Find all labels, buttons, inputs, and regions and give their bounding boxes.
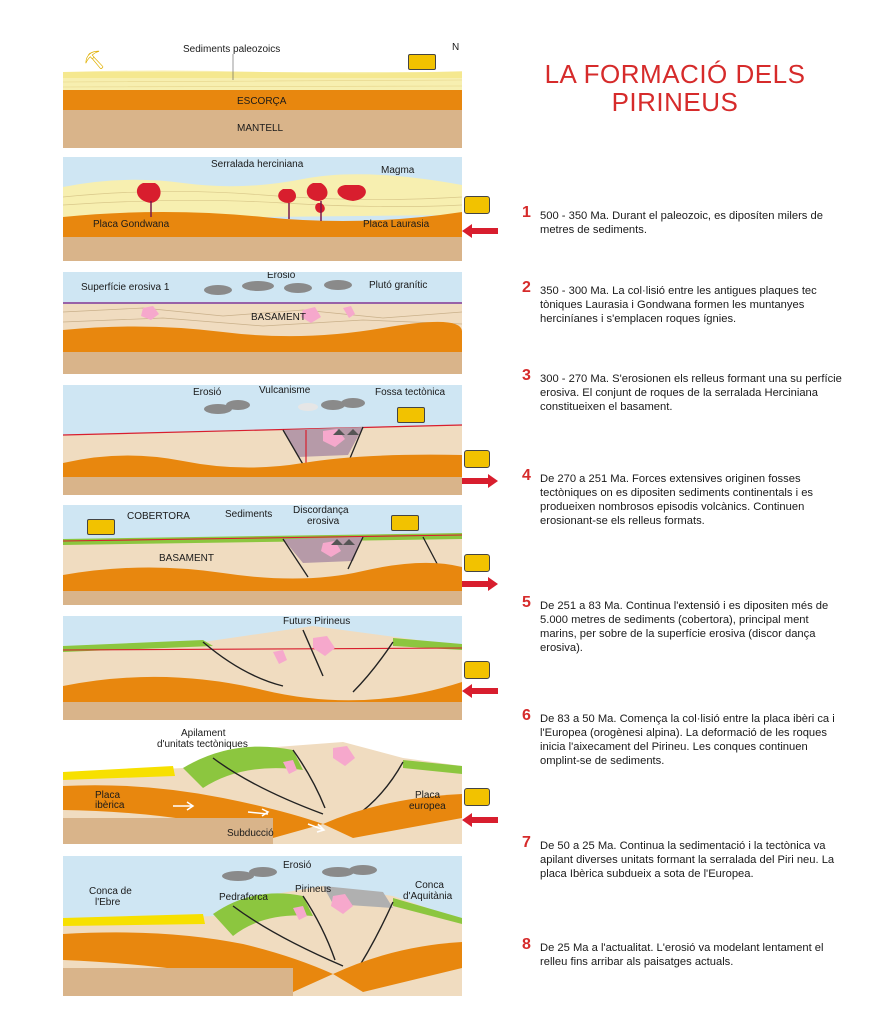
panel-6: Futurs Pirineus bbox=[63, 616, 462, 720]
excavator-icon bbox=[87, 519, 115, 535]
panel-4: Erosió Vulcanisme Fossa tectònica bbox=[63, 385, 462, 495]
step-number: 3 bbox=[522, 367, 531, 384]
tractor-icon bbox=[464, 788, 490, 806]
label-magma: Magma bbox=[381, 165, 415, 176]
step-7: 7 De 50 a 25 Ma. Continua la sedimentaci… bbox=[522, 834, 842, 881]
label-erosio: Erosió bbox=[283, 860, 312, 871]
panel-6-side bbox=[462, 655, 502, 705]
label-discordanca: Discordança bbox=[293, 505, 349, 516]
panel-4-side bbox=[462, 444, 502, 494]
tractor-icon bbox=[464, 450, 490, 468]
tractor-icon bbox=[464, 661, 490, 679]
label-conca-ebre-2: l'Ebre bbox=[95, 897, 121, 908]
step-text: 350 - 300 Ma. La col·lisió entre les ant… bbox=[540, 285, 817, 325]
label-futurs-pirineus: Futurs Pirineus bbox=[283, 616, 351, 627]
label-pluto-granitic: Plutó granític bbox=[369, 280, 428, 291]
label-escorca: ESCORÇA bbox=[237, 96, 287, 107]
step-text: 300 - 270 Ma. S'erosionen els relleus fo… bbox=[540, 373, 842, 413]
label-serralada-herciniana: Serralada herciniana bbox=[211, 159, 304, 170]
panel-7: Apilament d'unitats tectòniques Placa ib… bbox=[63, 728, 462, 844]
step-text: 500 - 350 Ma. Durant el paleozoic, es di… bbox=[540, 210, 823, 236]
step-number: 8 bbox=[522, 936, 531, 953]
arrow-left-icon bbox=[462, 224, 498, 238]
label-basament: BASAMENT bbox=[159, 553, 215, 564]
step-5: 5 De 251 a 83 Ma. Continua l'extensió i … bbox=[522, 594, 842, 655]
label-subduccio: Subducció bbox=[227, 828, 274, 839]
excavator-icon bbox=[391, 515, 419, 531]
label-superficie-erosiva-1: Superfície erosiva 1 bbox=[81, 282, 170, 293]
label-placa-europea-2: europea bbox=[409, 801, 446, 812]
panel-7-side bbox=[462, 782, 502, 832]
step-number: 4 bbox=[522, 467, 531, 484]
step-4: 4 De 270 a 251 Ma. Forces extensives ori… bbox=[522, 467, 842, 528]
label-north: N bbox=[452, 42, 460, 53]
label-pedraforca: Pedraforca bbox=[219, 892, 268, 903]
step-text: De 251 a 83 Ma. Continua l'extensió i es… bbox=[540, 600, 829, 654]
arrow-left-icon bbox=[462, 684, 498, 698]
label-conca-aquitania-2: d'Aquitània bbox=[403, 891, 453, 902]
label-mantell: MANTELL bbox=[237, 123, 284, 134]
label-conca-ebre-1: Conca de bbox=[89, 886, 132, 897]
panel-2: Serralada herciniana Magma Placa Gondwan… bbox=[63, 157, 462, 261]
label-fossa-tectonica: Fossa tectònica bbox=[375, 387, 446, 398]
step-2: 2 350 - 300 Ma. La col·lisió entre les a… bbox=[522, 279, 842, 326]
tractor-icon bbox=[464, 554, 490, 572]
step-1: 1 500 - 350 Ma. Durant el paleozoic, es … bbox=[522, 204, 842, 237]
label-erosio: Erosió bbox=[193, 387, 222, 398]
label-pirineus: Pirineus bbox=[295, 884, 332, 895]
tractor-icon bbox=[464, 196, 490, 214]
excavator-icon: ⛏ bbox=[83, 50, 106, 70]
step-number: 2 bbox=[522, 279, 531, 296]
title-line-2: PIRINEUS bbox=[611, 87, 739, 117]
label-erosio: Erosió bbox=[267, 272, 296, 281]
label-basament: BASAMENT bbox=[251, 312, 307, 323]
label-apilament: Apilament bbox=[181, 728, 226, 739]
excavator-icon bbox=[397, 407, 425, 423]
title-line-1: LA FORMACIÓ DELS bbox=[544, 59, 806, 89]
bulldozer-icon bbox=[408, 54, 436, 70]
arrow-right-icon bbox=[462, 474, 498, 488]
step-number: 7 bbox=[522, 834, 531, 851]
label-vulcanisme: Vulcanisme bbox=[259, 385, 311, 396]
step-6: 6 De 83 a 50 Ma. Comença la col·lisió en… bbox=[522, 707, 842, 768]
step-text: De 270 a 251 Ma. Forces extensives origi… bbox=[540, 473, 814, 527]
step-text: De 50 a 25 Ma. Continua la sedimentació … bbox=[540, 840, 835, 880]
label-unitats-tectoniques: d'unitats tectòniques bbox=[157, 739, 248, 750]
page-title: LA FORMACIÓ DELS PIRINEUS bbox=[505, 60, 845, 116]
step-text: De 83 a 50 Ma. Comença la col·lisió entr… bbox=[540, 713, 835, 767]
panel-2-side bbox=[462, 190, 502, 240]
panel-5-side bbox=[462, 548, 502, 598]
label-placa-laurasia: Placa Laurasia bbox=[363, 219, 430, 230]
panel-3: Erosió Superfície erosiva 1 Plutó granít… bbox=[63, 272, 462, 374]
step-8: 8 De 25 Ma a l'actualitat. L'erosió va m… bbox=[522, 936, 842, 969]
step-text: De 25 Ma a l'actualitat. L'erosió va mod… bbox=[540, 942, 824, 968]
panel-5: COBERTORA Sediments Discordança erosiva … bbox=[63, 505, 462, 605]
panel-8: Erosió Conca de l'Ebre Pedraforca Pirine… bbox=[63, 856, 462, 996]
label-sediments: Sediments bbox=[225, 509, 273, 520]
label-sediments-paleozoics: Sediments paleozoics bbox=[183, 44, 281, 55]
arrow-right-icon bbox=[462, 577, 498, 591]
label-placa-iberica-2: ibèrica bbox=[95, 800, 125, 811]
label-placa-iberica-1: Placa bbox=[95, 790, 121, 801]
arrow-left-icon bbox=[462, 813, 498, 827]
label-placa-europea-1: Placa bbox=[415, 790, 441, 801]
label-erosiva: erosiva bbox=[307, 516, 340, 527]
step-number: 5 bbox=[522, 594, 531, 611]
label-conca-aquitania-1: Conca bbox=[415, 880, 444, 891]
step-number: 6 bbox=[522, 707, 531, 724]
panel-1: ⛏ Sediments paleozoics N ESCORÇA MANTELL bbox=[63, 42, 462, 148]
label-cobertora: COBERTORA bbox=[127, 511, 190, 522]
cloud-icon bbox=[204, 280, 352, 295]
step-number: 1 bbox=[522, 204, 531, 221]
step-3: 3 300 - 270 Ma. S'erosionen els relleus … bbox=[522, 367, 842, 414]
label-placa-gondwana: Placa Gondwana bbox=[93, 219, 170, 230]
